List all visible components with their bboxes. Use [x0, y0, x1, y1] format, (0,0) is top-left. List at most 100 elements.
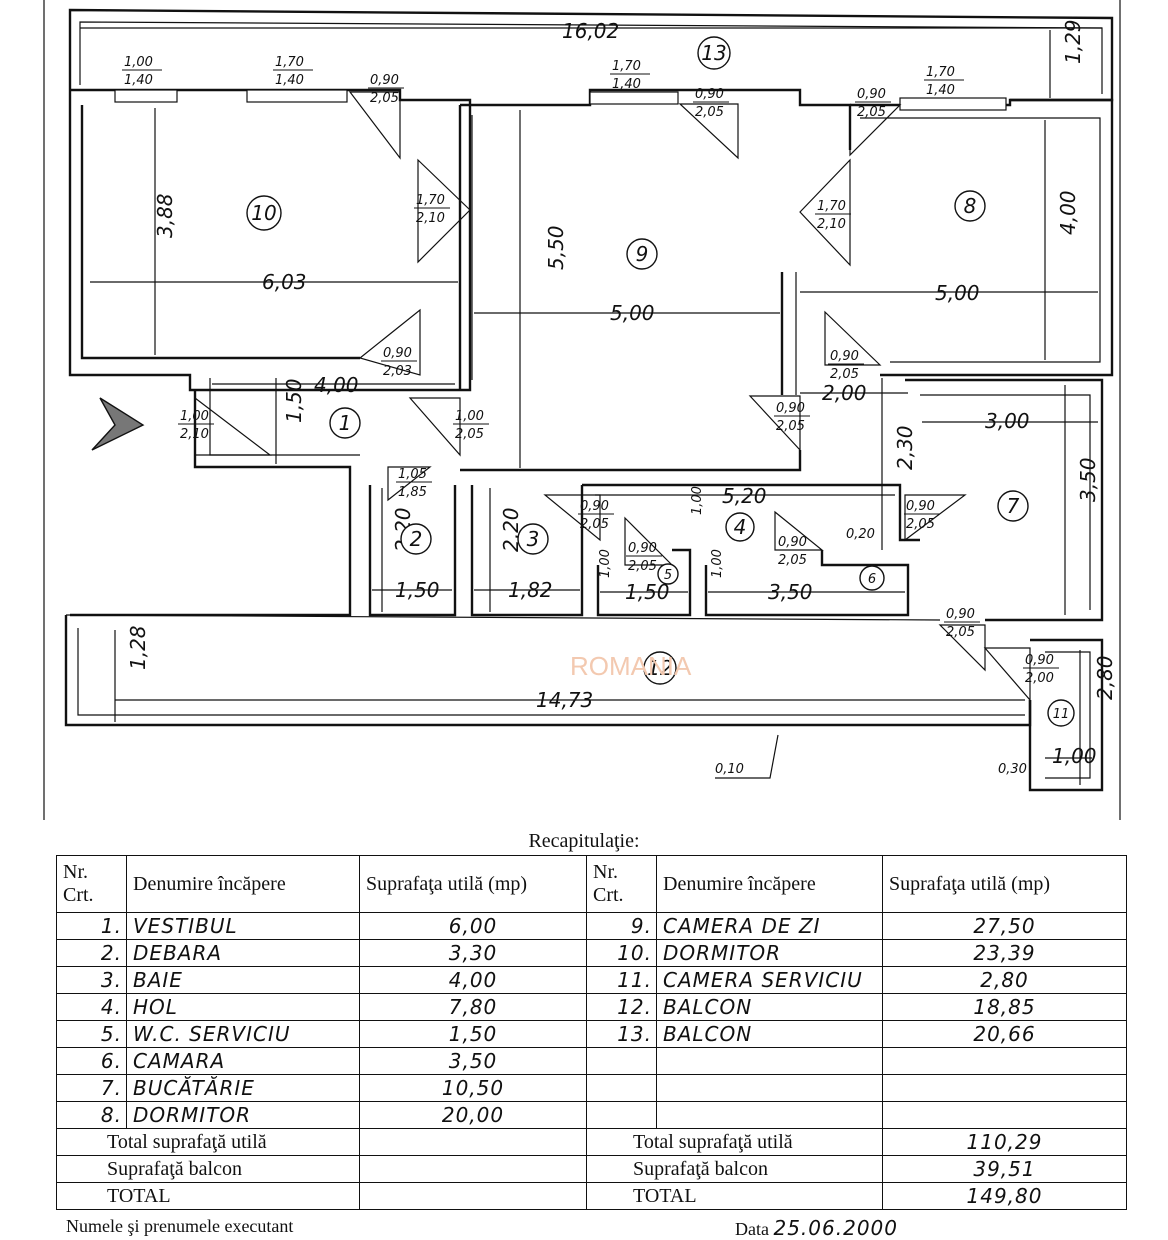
row-number — [586, 1047, 657, 1075]
dim-balcony13-height: 1,29 — [1061, 19, 1085, 64]
dim-hall1-height: 1,50 — [282, 378, 306, 423]
svg-text:12: 12 — [647, 656, 672, 680]
door-swing-room10-right — [417, 158, 471, 264]
totals-label: Suprafaţă balcon — [586, 1155, 883, 1183]
room-area: 1,50 — [359, 1020, 587, 1048]
svg-text:1,00: 1,00 — [180, 409, 209, 424]
row-number: 12. — [586, 993, 657, 1021]
svg-text:2,10: 2,10 — [180, 427, 209, 442]
svg-text:13: 13 — [701, 41, 726, 65]
dim-hol-height: 2,30 — [893, 425, 917, 470]
svg-text:5: 5 — [664, 568, 672, 583]
window-label-den: 1,40 — [926, 83, 955, 98]
exterior-wall-room10-inner — [80, 105, 360, 360]
svg-text:2,05: 2,05 — [778, 553, 807, 568]
room-area: 20,66 — [882, 1020, 1127, 1048]
door-label: 0,902,05 — [776, 535, 812, 568]
totals-left-value — [359, 1182, 587, 1210]
balcony-12-inner — [77, 628, 1025, 716]
svg-text:6: 6 — [868, 572, 876, 587]
room-marker-8: 8 — [954, 190, 986, 222]
room-name: HOL — [126, 993, 360, 1021]
door-swing-room10-bottom — [358, 308, 421, 376]
room-name: DORMITOR — [656, 939, 883, 967]
svg-text:2,05: 2,05 — [776, 419, 805, 434]
room5-walls — [596, 548, 692, 617]
row-number: 6. — [56, 1047, 127, 1075]
room-area — [882, 1047, 1127, 1075]
dim-room8-width: 5,00 — [935, 281, 980, 305]
room-area: 2,80 — [882, 966, 1127, 994]
svg-text:7: 7 — [1007, 494, 1020, 518]
row-number: 4. — [56, 993, 127, 1021]
row-number: 7. — [56, 1074, 127, 1102]
small-dimension-labels: 1,00 1,00 1,00 0,20 0,10 0,30 — [598, 486, 1027, 777]
room-area: 10,50 — [359, 1074, 587, 1102]
totals-label: Total suprafaţă utilă — [586, 1128, 883, 1156]
svg-text:3: 3 — [527, 527, 540, 551]
room-markers: 1 2 3 4 5 6 7 8 9 10 11 12 13 — [246, 36, 1075, 727]
dim-room7-width: 3,00 — [985, 409, 1030, 433]
dim-room10-width: 6,03 — [262, 270, 307, 294]
door-label: 0,902,05 — [578, 499, 614, 532]
door-swing-room11 — [983, 647, 1031, 702]
balcony-13-inner — [79, 21, 1103, 94]
door-label: 0,902,05 — [626, 541, 662, 574]
dim-wall-010: 0,10 — [715, 762, 744, 777]
svg-text:0,90: 0,90 — [830, 349, 859, 364]
totals-label: TOTAL — [586, 1182, 883, 1210]
window-label-num: 1,00 — [124, 55, 153, 70]
svg-text:0,90: 0,90 — [1025, 653, 1054, 668]
dim-room3-width: 1,82 — [508, 578, 553, 602]
door-swing-room9-top — [678, 103, 739, 160]
svg-text:2: 2 — [410, 527, 423, 551]
window-label-den: 1,40 — [612, 77, 641, 92]
summary-section: Recapitulaţie: Nr. Crt. Denumire încăper… — [0, 824, 1168, 1240]
room-marker-2: 2 — [400, 523, 432, 555]
svg-text:0,90: 0,90 — [946, 607, 975, 622]
dim-hall1-width: 4,00 — [314, 373, 359, 397]
summary-table: Nr. Crt. Denumire încăpere Suprafaţa uti… — [56, 855, 1127, 1210]
door-label: 0,902,05 — [774, 401, 810, 434]
door-label: 0,902,05 — [855, 87, 891, 120]
date-label: Data — [735, 1219, 769, 1239]
door-label: 1,702,10 — [815, 199, 851, 232]
room-name: BUCĂTĂRIE — [126, 1074, 360, 1102]
dim-hol-width: 5,20 — [722, 484, 767, 508]
exterior-wall-main — [68, 88, 472, 392]
dim-room11-height: 2,80 — [1093, 655, 1117, 700]
svg-text:2,05: 2,05 — [830, 367, 859, 382]
room-area: 27,50 — [882, 912, 1127, 940]
svg-text:2,05: 2,05 — [370, 91, 399, 106]
dim-balcony12-width: 14,73 — [536, 688, 593, 712]
door-label: 0,902,05 — [944, 607, 980, 640]
room-marker-12: 12 — [643, 651, 677, 685]
row-number: 2. — [56, 939, 127, 967]
window-room10-a — [114, 89, 178, 103]
room-name — [656, 1074, 883, 1102]
room-area: 6,00 — [359, 912, 587, 940]
room2-walls — [368, 485, 457, 617]
kitchen-7-walls — [905, 378, 1104, 622]
totals-label: Suprafaţă balcon — [56, 1155, 360, 1183]
room11-inner — [1045, 651, 1091, 779]
room-area — [882, 1074, 1127, 1102]
dimension-lines — [80, 27, 1102, 785]
door-swing-room2 — [387, 466, 432, 502]
door-swing-room8-bottom — [824, 310, 882, 366]
row-number — [586, 1101, 657, 1129]
totals-row-total: TOTAL TOTAL 149,80 — [56, 1182, 1127, 1210]
dim-room5-width: 1,50 — [625, 580, 670, 604]
header-area: Suprafaţa utilă (mp) — [359, 855, 587, 913]
svg-text:0,90: 0,90 — [580, 499, 609, 514]
dim-room9-height: 5,50 — [544, 225, 568, 270]
header-name: Denumire încăpere — [126, 855, 360, 913]
svg-text:1: 1 — [339, 411, 352, 435]
room-name: VESTIBUL — [126, 912, 360, 940]
date-line: Data 25.06.2000 — [735, 1216, 898, 1240]
